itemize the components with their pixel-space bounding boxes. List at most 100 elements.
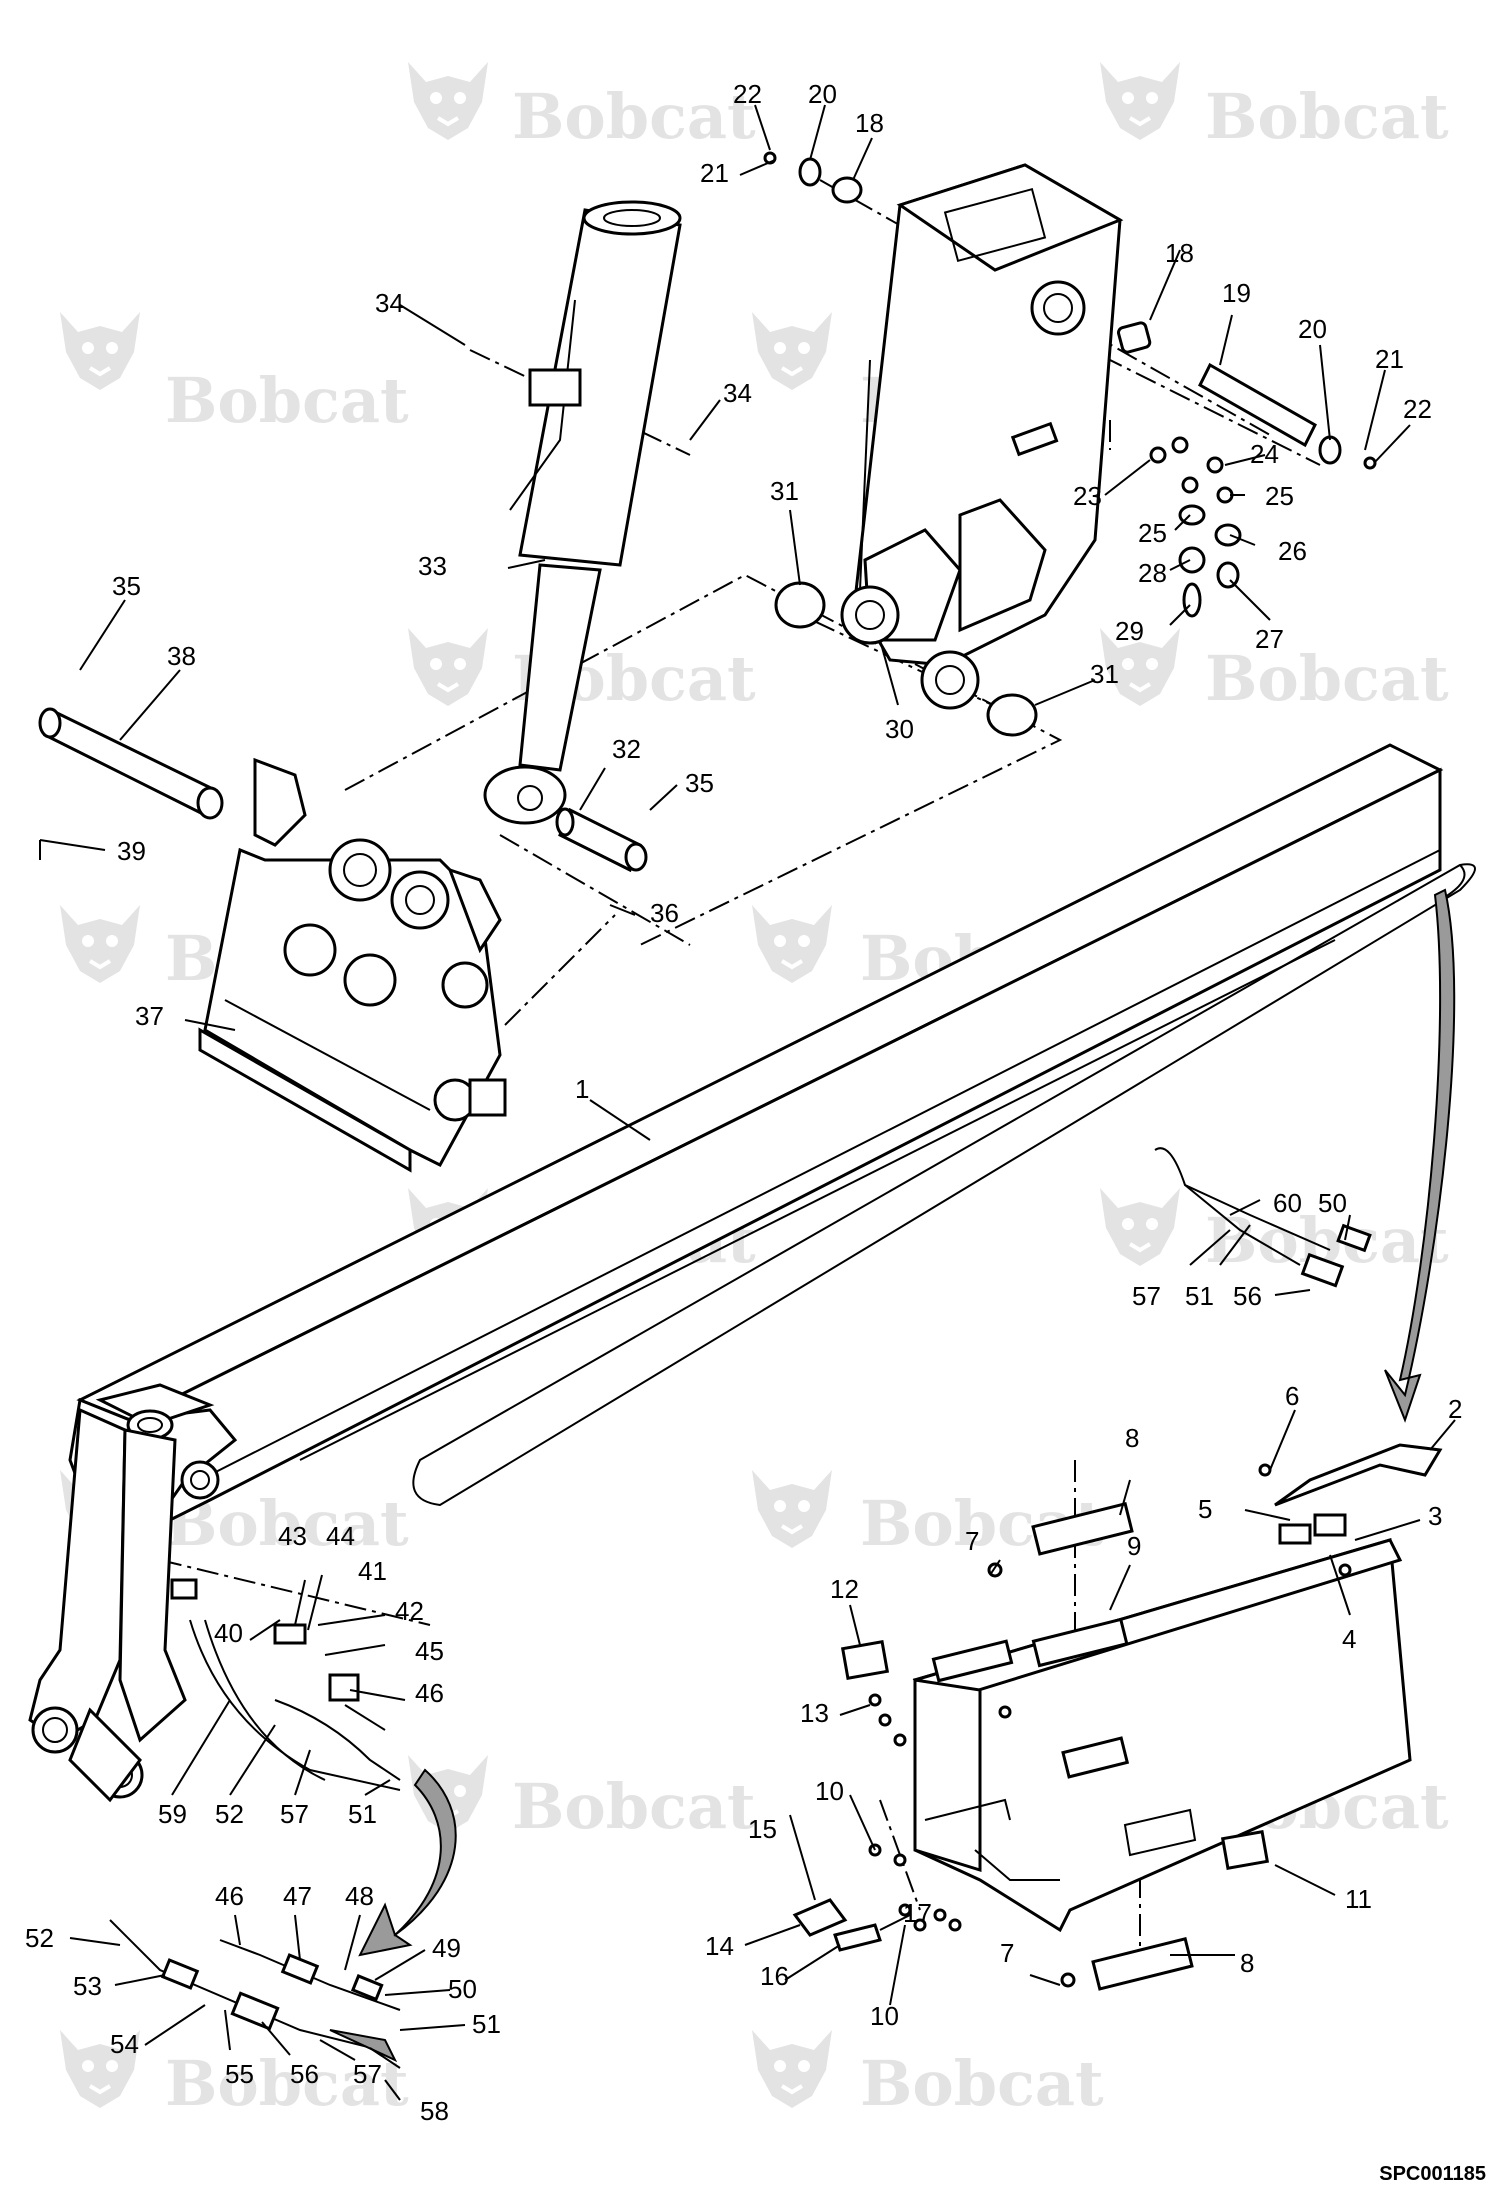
callout-1: 1 [575, 1074, 589, 1104]
watermark-text: Bobcat [165, 2047, 409, 2120]
callout-51-lower: 51 [472, 2009, 501, 2039]
callout-5: 5 [1198, 1494, 1212, 1524]
callout-20-lower: 20 [1298, 314, 1327, 344]
callout-31-upper: 31 [770, 476, 799, 506]
callout-57-mid: 57 [280, 1799, 309, 1829]
wire-harness-detail [109, 1919, 401, 2063]
callout-22-upper: 22 [733, 79, 762, 109]
callout-45: 45 [415, 1636, 444, 1666]
callout-10-lower: 10 [870, 2001, 899, 2031]
callout-59: 59 [158, 1799, 187, 1829]
callout-35-right: 35 [685, 768, 714, 798]
callout-42: 42 [395, 1596, 424, 1626]
callout-46-upper: 46 [415, 1678, 444, 1708]
callout-2: 2 [1448, 1394, 1462, 1424]
callout-22-lower: 22 [1403, 394, 1432, 424]
callout-39: 39 [117, 836, 146, 866]
callout-13: 13 [800, 1698, 829, 1728]
leader-lines [39, 104, 1456, 2101]
callout-57-upper: 57 [1132, 1281, 1161, 1311]
callout-49: 49 [432, 1933, 461, 1963]
callout-51-upper: 51 [1185, 1281, 1214, 1311]
main-arm [28, 743, 1444, 1803]
callout-52-lower: 52 [25, 1923, 54, 1953]
callout-26: 26 [1278, 536, 1307, 566]
reference-arrow-right [1384, 888, 1456, 1423]
watermark-text: Bobcat [1205, 80, 1449, 153]
callout-53: 53 [73, 1971, 102, 2001]
callout-20-upper: 20 [808, 79, 837, 109]
callout-3: 3 [1428, 1501, 1442, 1531]
callout-7-upper: 7 [965, 1526, 979, 1556]
callout-52-upper: 52 [215, 1799, 244, 1829]
callout-28: 28 [1138, 558, 1167, 588]
callout-27: 27 [1255, 624, 1284, 654]
callout-25-right: 25 [1265, 481, 1294, 511]
callout-31-lower: 31 [1090, 659, 1119, 689]
callout-23: 23 [1073, 481, 1102, 511]
callout-48: 48 [345, 1881, 374, 1911]
callout-51-mid: 51 [348, 1799, 377, 1829]
callout-9: 9 [1127, 1531, 1141, 1561]
watermark-row-1: Bobcat Bobcat [406, 60, 1449, 153]
cross-member [912, 1538, 1412, 1933]
callout-44: 44 [326, 1521, 355, 1551]
watermark-text: Bobcat [1205, 642, 1449, 715]
callout-19: 19 [1222, 278, 1251, 308]
callout-47: 47 [283, 1881, 312, 1911]
watermark-text: Bobcat [512, 80, 756, 153]
callout-24: 24 [1250, 439, 1279, 469]
pin-38 [38, 707, 224, 820]
pivot-bracket [840, 163, 1124, 710]
callout-58: 58 [420, 2096, 449, 2126]
callout-30: 30 [885, 714, 914, 744]
wire-harness-upper [1154, 1147, 1372, 1288]
callout-57-lower: 57 [353, 2059, 382, 2089]
watermark-text: Bobcat [512, 1770, 756, 1843]
callout-60: 60 [1273, 1188, 1302, 1218]
pivot-small-parts [763, 151, 1377, 737]
callout-50-upper: 50 [1318, 1188, 1347, 1218]
callout-8-lower: 8 [1240, 1948, 1254, 1978]
callout-11: 11 [1345, 1884, 1372, 1914]
callout-40: 40 [214, 1618, 243, 1648]
drawing-number: SPC001185 [1379, 2163, 1486, 2185]
callout-25-left: 25 [1138, 518, 1167, 548]
callout-41: 41 [358, 1556, 387, 1586]
callout-labels: 1 2 3 4 5 6 7 7 8 8 9 10 10 11 12 13 14 … [25, 79, 1462, 2126]
callout-46-lower: 46 [215, 1881, 244, 1911]
callout-6: 6 [1285, 1381, 1299, 1411]
lift-cylinder [483, 200, 682, 825]
callout-38: 38 [167, 641, 196, 671]
callout-37: 37 [135, 1001, 164, 1031]
callout-12: 12 [830, 1574, 859, 1604]
callout-35-left: 35 [112, 571, 141, 601]
wire-harness-left [170, 1578, 401, 1791]
callout-14: 14 [705, 1931, 734, 1961]
callout-55: 55 [225, 2059, 254, 2089]
callout-56-upper: 56 [1233, 1281, 1262, 1311]
reference-arrow-left [358, 1768, 457, 1957]
callout-50-lower: 50 [448, 1974, 477, 2004]
callout-36: 36 [650, 898, 679, 928]
callout-18-lower: 18 [1165, 238, 1194, 268]
watermark-text: Bobcat [860, 2047, 1104, 2120]
callout-56-lower: 56 [290, 2059, 319, 2089]
callout-32: 32 [612, 734, 641, 764]
callout-15: 15 [748, 1814, 777, 1844]
callout-34-left: 34 [375, 288, 404, 318]
callout-18-upper: 18 [855, 108, 884, 138]
callout-29: 29 [1115, 616, 1144, 646]
callout-34-right: 34 [723, 378, 752, 408]
callout-43: 43 [278, 1521, 307, 1551]
callout-7-lower: 7 [1000, 1938, 1014, 1968]
callout-8-upper: 8 [1125, 1423, 1139, 1453]
callout-21-upper: 21 [700, 158, 729, 188]
hardware-bottom-right [792, 1443, 1443, 1991]
callout-4: 4 [1342, 1624, 1356, 1654]
callout-10-upper: 10 [815, 1776, 844, 1806]
callout-17: 17 [903, 1898, 932, 1928]
callout-33: 33 [418, 551, 447, 581]
